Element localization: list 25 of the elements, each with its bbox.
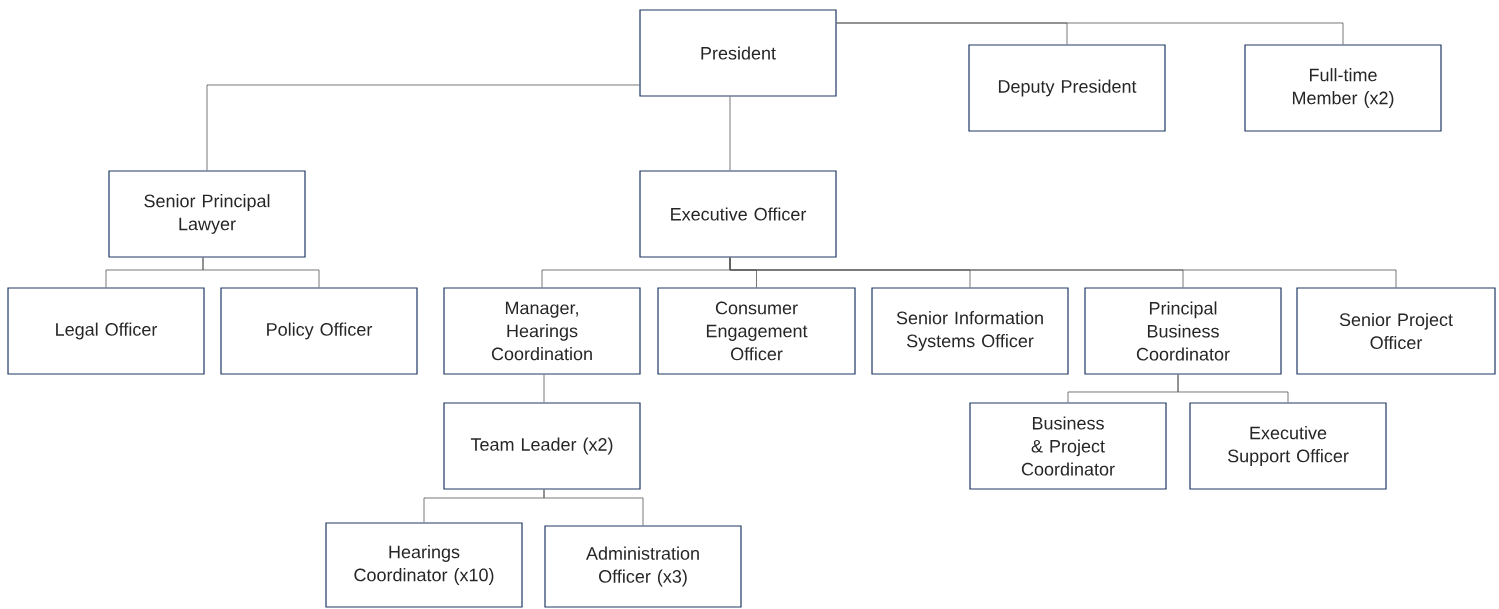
org-box: Business & Project Coordinator <box>969 402 1167 490</box>
org-box: Senior Project Officer <box>1296 287 1496 375</box>
org-box: Consumer Engagement Officer <box>657 287 856 375</box>
connector-line <box>729 257 1397 288</box>
org-box: Deputy President <box>968 44 1166 132</box>
org-box: Senior Principal Lawyer <box>108 170 306 258</box>
connector-line <box>543 374 545 403</box>
connector-line <box>543 489 644 526</box>
org-box: Team Leader (x2) <box>443 402 641 490</box>
org-box: President <box>639 9 837 97</box>
connector-line <box>202 257 320 288</box>
org-box: Legal Officer <box>7 287 205 375</box>
org-box: Senior Information Systems Officer <box>871 287 1069 375</box>
connector-line <box>729 96 731 171</box>
connector-line <box>1177 374 1289 403</box>
org-box: Hearings Coordinator (x10) <box>325 522 523 608</box>
org-box: Executive Officer <box>639 170 837 258</box>
org-box: Principal Business Coordinator <box>1084 287 1282 375</box>
org-box: Full-time Member (x2) <box>1244 44 1442 132</box>
connector-line <box>836 22 1344 45</box>
connector-line <box>206 84 640 171</box>
org-box: Executive Support Officer <box>1189 402 1387 490</box>
org-box: Administration Officer (x3) <box>544 525 742 608</box>
org-box: Manager, Hearings Coordination <box>443 287 641 375</box>
org-box: Policy Officer <box>220 287 418 375</box>
